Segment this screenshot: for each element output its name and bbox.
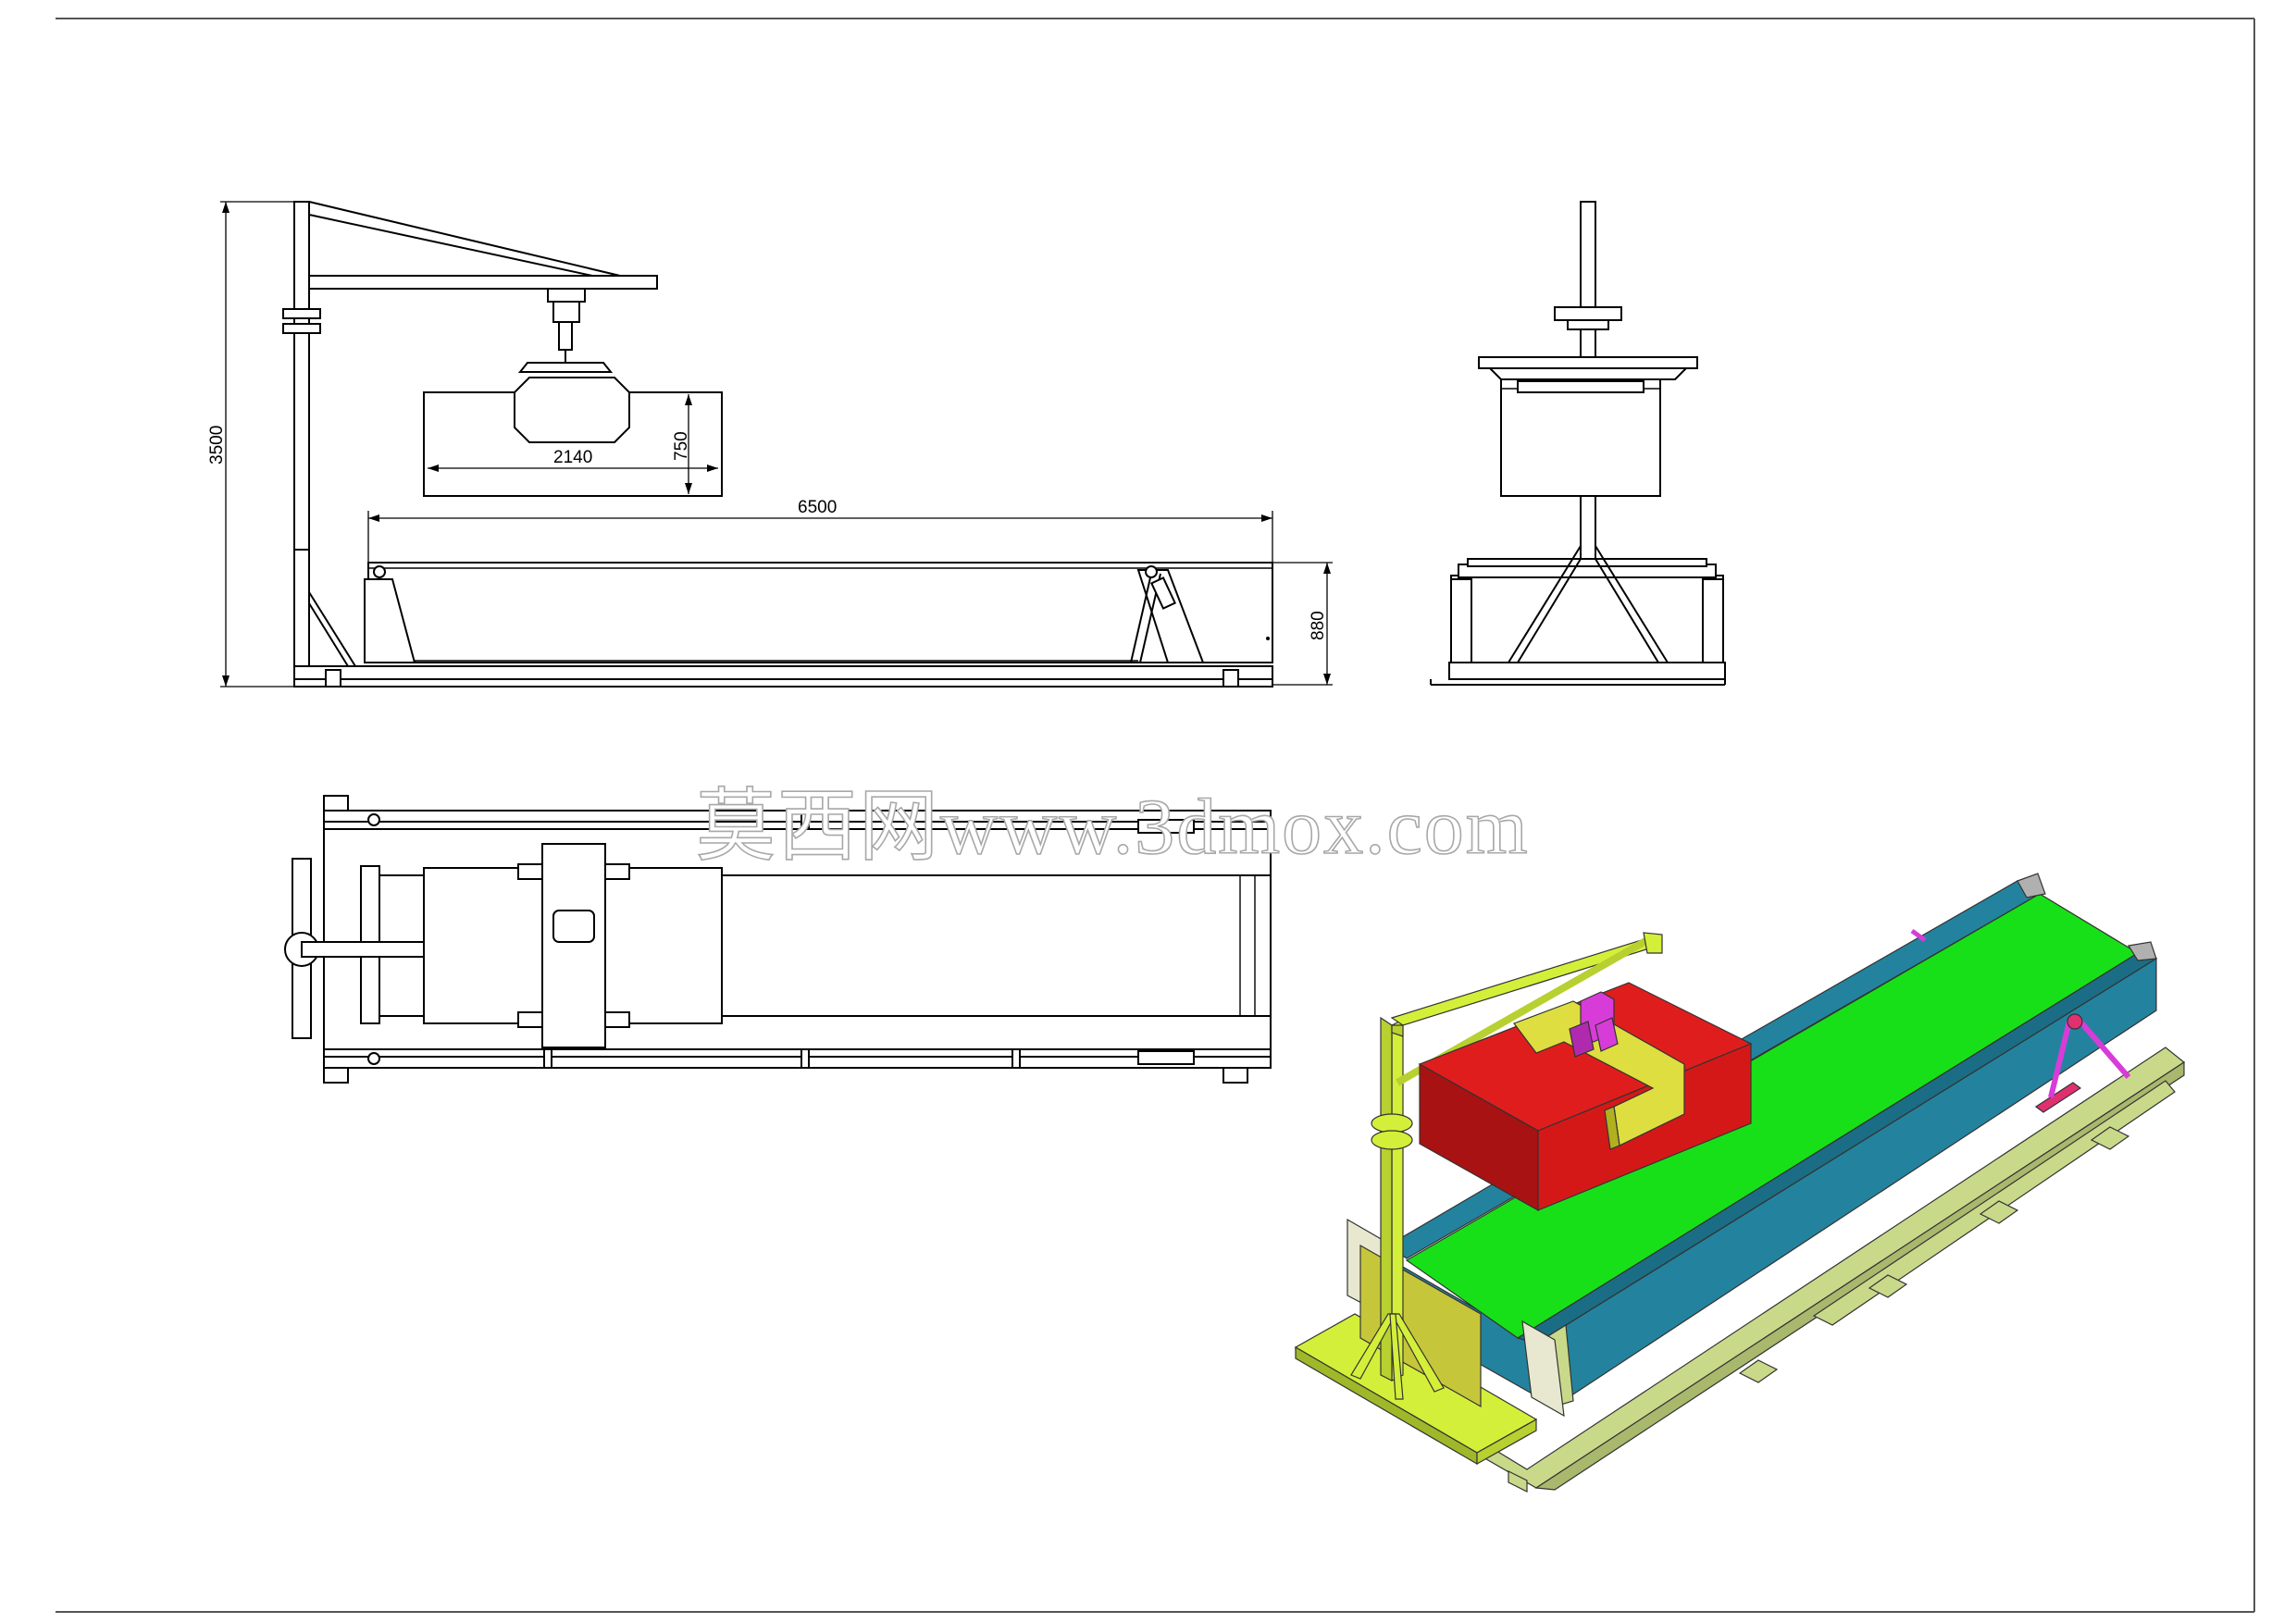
watermark-text: 莫西网www.3dmox.com [696, 782, 1530, 871]
isometric-view [1294, 873, 2186, 1493]
cylinder-bracket [2034, 1082, 2082, 1113]
dim-box-width: 2140 [553, 448, 592, 467]
sheet-border [56, 18, 2255, 1613]
dim-frame-length: 6500 [798, 498, 837, 517]
dim-total-height: 3500 [207, 426, 227, 465]
top-view [284, 795, 1272, 1084]
side-view: 2140 750 6500 3500 880 [207, 201, 1333, 688]
end-view [1430, 201, 1726, 686]
dim-box-height: 750 [672, 431, 691, 461]
dim-frame-height: 880 [1309, 611, 1328, 640]
